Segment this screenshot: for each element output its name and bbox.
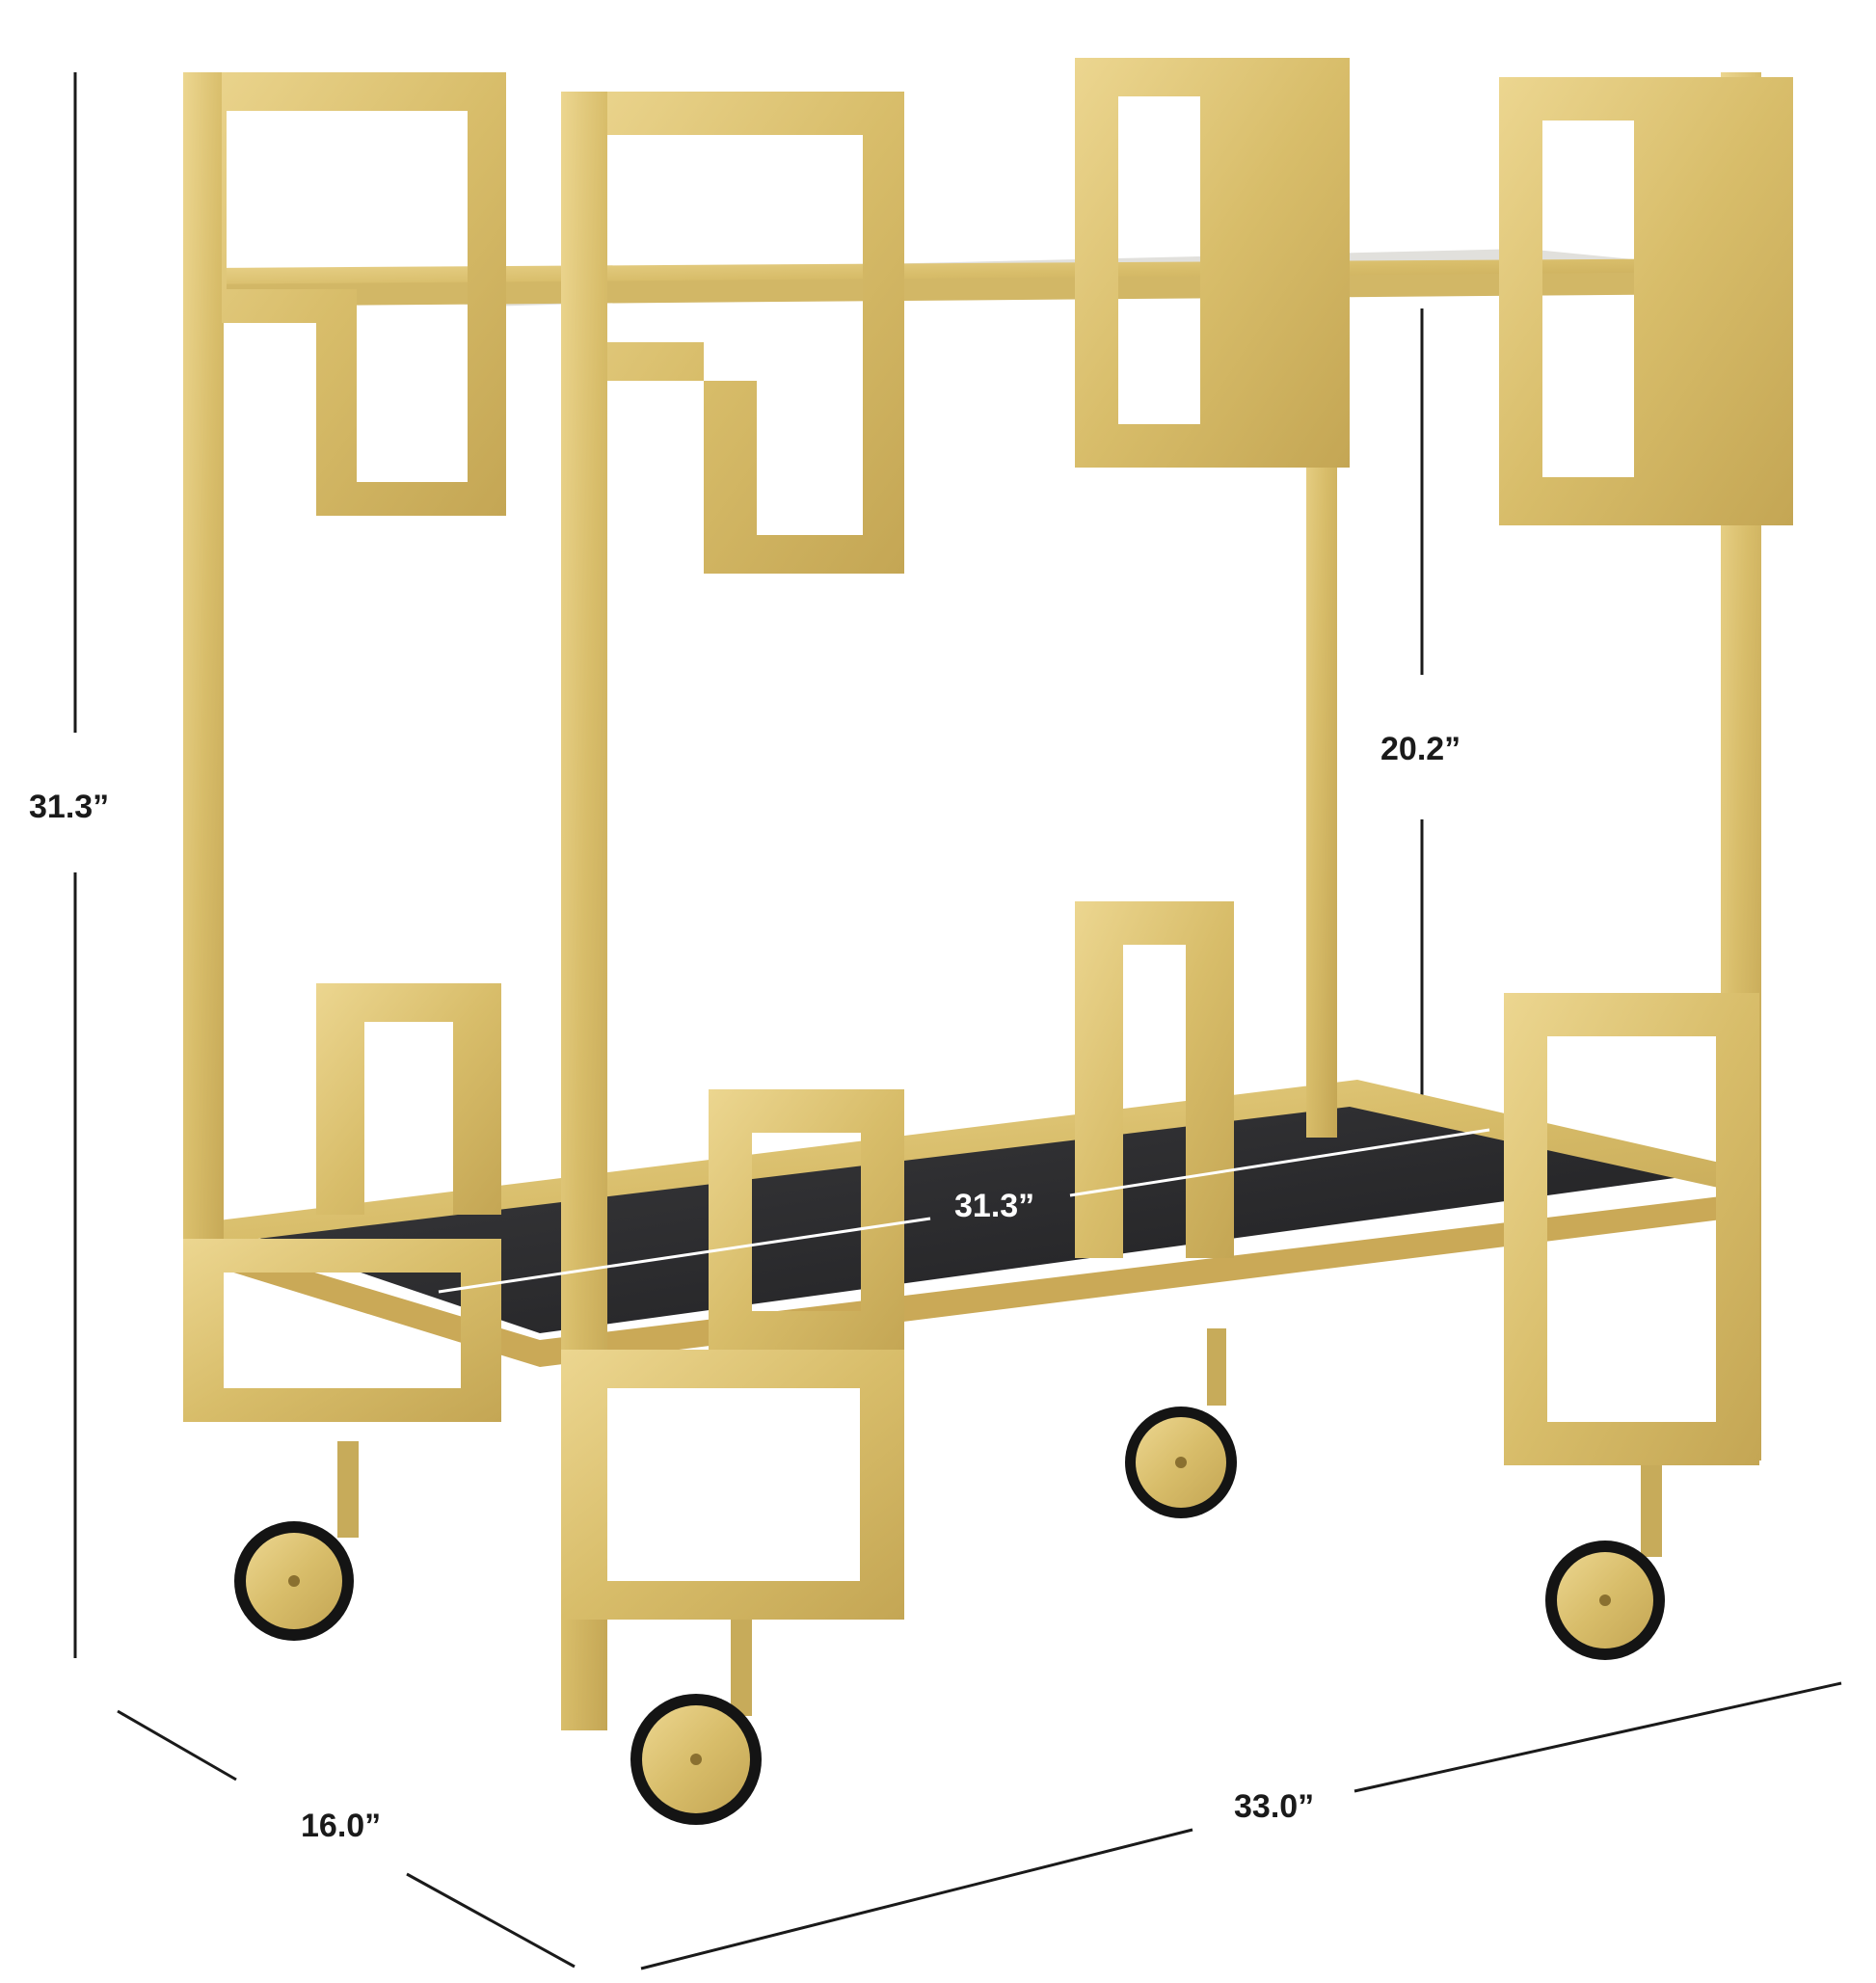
shelf-gap-label: 20.2”: [1380, 731, 1461, 767]
casters: [234, 1328, 1665, 1825]
left-rear-post: [183, 72, 224, 1422]
depth-dim-line-right: [406, 1872, 576, 1969]
key-bottom-left-rear: [316, 983, 501, 1215]
shelf-width-inset-lines: [438, 1128, 1490, 1294]
shelf-width-line-left: [438, 1217, 931, 1294]
caster-left-front: [630, 1620, 762, 1825]
key-top-left-front: [561, 92, 904, 574]
caster-right-rear: [1125, 1328, 1237, 1518]
bottom-glass-panel: [255, 1094, 1724, 1333]
shelf-width-label: 31.3”: [954, 1188, 1035, 1224]
width-dim-line-left: [640, 1828, 1193, 1970]
dimension-lines: [73, 72, 1842, 1970]
bottom-shelf: [202, 1080, 1745, 1367]
top-greek-keys: [183, 58, 1793, 574]
shelf-width-line-right: [1069, 1128, 1490, 1197]
key-top-right-front: [1499, 77, 1793, 525]
width-dim-line-right: [1353, 1681, 1842, 1793]
key-top-left-rear: [183, 72, 506, 516]
width-label: 33.0”: [1234, 1788, 1315, 1825]
caster-left-rear: [234, 1441, 359, 1641]
key-top-right-rear: [1075, 58, 1350, 468]
key-bottom-left-post-loop: [183, 1239, 501, 1422]
overall-height-label: 31.3”: [29, 789, 110, 825]
bottom-greek-keys: [183, 901, 1759, 1620]
caster-right-front: [1545, 1465, 1665, 1660]
key-bottom-right-front: [1504, 993, 1759, 1465]
depth-dim-line-left: [117, 1709, 237, 1782]
key-bottom-center: [1075, 901, 1234, 1258]
depth-label: 16.0”: [301, 1808, 382, 1844]
key-bottom-left-front: [709, 1089, 904, 1350]
key-bottom-front-post-loop: [561, 1350, 904, 1620]
